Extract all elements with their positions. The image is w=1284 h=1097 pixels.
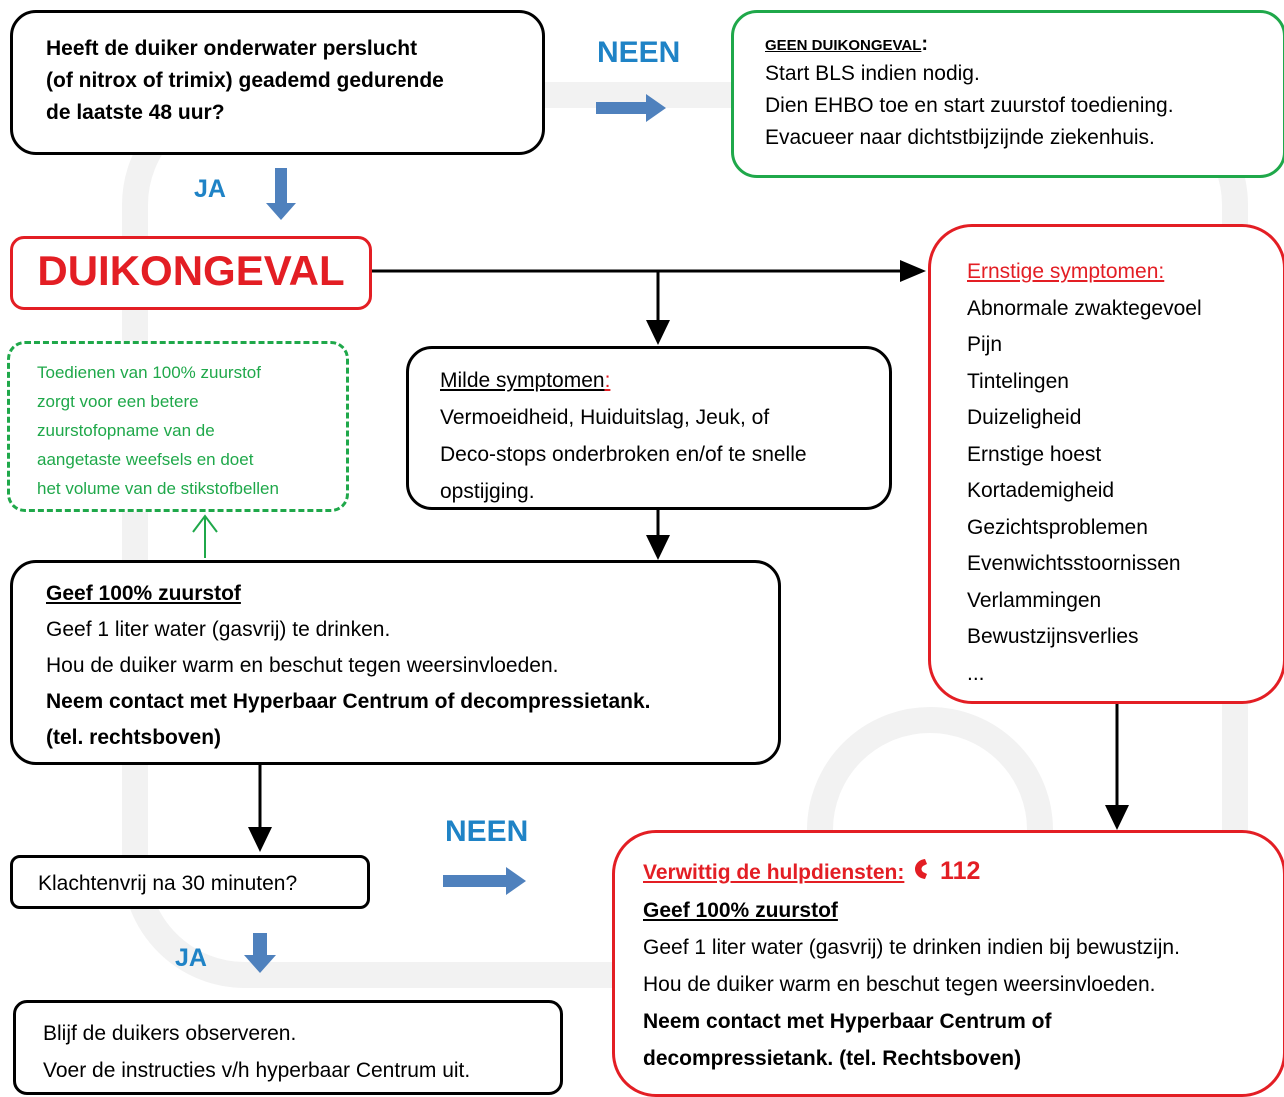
no-accident-title: GEEN DUIKONGEVAL	[765, 37, 922, 54]
oxygen-note-line: Toedienen van 100% zuurstof	[37, 363, 261, 382]
arrowhead-emergency	[1105, 805, 1129, 830]
oxygen-note-box: Toedienen van 100% zuurstof zorgt voor e…	[7, 341, 349, 512]
oxygen-note-line: zuurstofopname van de	[37, 421, 215, 440]
block-arrows	[244, 94, 666, 973]
oxygen-bold-line: (tel. rechtsboven)	[46, 726, 222, 749]
emergency-subtitle: Geef 100% zuurstof	[643, 898, 838, 922]
oxygen-line: Hou de duiker warm en beschut tegen weer…	[46, 654, 559, 677]
oxygen-line: Geef 1 liter water (gasvrij) te drinken.	[46, 618, 391, 641]
question-box: Heeft de duiker onderwater perslucht (of…	[10, 10, 545, 155]
oxygen-title: Geef 100% zuurstof	[46, 582, 241, 605]
neen-label-top: NEEN	[597, 36, 681, 69]
neen-label-bottom: NEEN	[445, 815, 529, 848]
severe-item: Evenwichtsstoornissen	[967, 552, 1181, 575]
emergency-line: Geef 1 liter water (gasvrij) te drinken …	[643, 935, 1180, 959]
oxygen-note-line: aangetaste weefsels en doet	[37, 450, 254, 469]
mild-line: Deco-stops onderbroken en/of te snelle	[440, 443, 807, 466]
severe-item: Bewustzijnsverlies	[967, 625, 1139, 648]
no-accident-line: Evacueer naar dichtstbijzijnde ziekenhui…	[765, 126, 1155, 149]
severe-title: Ernstige symptomen:	[967, 260, 1165, 283]
neen-arrow-bottom	[443, 867, 526, 895]
emergency-bold-line: decompressietank. (tel. Rechtsboven)	[643, 1046, 1022, 1070]
mild-title: Milde symptomen	[440, 369, 605, 392]
accident-title: DUIKONGEVAL	[37, 247, 345, 294]
emergency-line: Hou de duiker warm en beschut tegen weer…	[643, 972, 1156, 996]
ja-label-bottom: JA	[175, 944, 207, 972]
neen-arrow-top	[596, 94, 666, 122]
note-arrow	[192, 514, 218, 558]
arrowhead-mild	[646, 320, 670, 345]
arrowhead-oxygen	[646, 535, 670, 560]
no-accident-line: Start BLS indien nodig.	[765, 62, 980, 85]
severe-item: ...	[967, 661, 985, 685]
emergency-number: 112	[940, 857, 981, 885]
question-line: Heeft de duiker onderwater perslucht	[46, 37, 418, 60]
observe-line: Blijf de duikers observeren.	[43, 1022, 297, 1045]
severe-item: Verlammingen	[967, 588, 1102, 612]
ja-arrow-bottom	[244, 933, 276, 973]
mild-symptoms-box: Milde symptomen: Vermoeidheid, Huiduitsl…	[406, 346, 892, 510]
ja-arrow-top	[266, 168, 296, 220]
emergency-box: Verwittig de hulpdiensten: 112 Geef 100%…	[612, 830, 1284, 1097]
severe-item: Duizeligheid	[967, 406, 1082, 429]
check-box: Klachtenvrij na 30 minuten?	[10, 855, 370, 909]
severe-item: Abnormale zwaktegevoel	[967, 296, 1202, 320]
emergency-title: Verwittig de hulpdiensten:	[643, 861, 905, 884]
mild-line: opstijging.	[440, 480, 535, 503]
severe-item: Gezichtsproblemen	[967, 515, 1148, 539]
oxygen-note-line: het volume van de stikstofbellen	[37, 479, 279, 498]
question-line: (of nitrox of trimix) geademd gedurende	[46, 69, 444, 92]
mild-line: Vermoeidheid, Huiduitslag, Jeuk, of	[440, 406, 770, 429]
check-text: Klachtenvrij na 30 minuten?	[38, 872, 298, 895]
severe-symptoms-box: Ernstige symptomen: Abnormale zwaktegevo…	[928, 224, 1284, 704]
phone-icon	[914, 855, 928, 892]
severe-item: Kortademigheid	[967, 479, 1115, 502]
observe-box: Blijf de duikers observeren. Voer de ins…	[13, 1000, 563, 1095]
ja-label-top: JA	[194, 175, 226, 203]
no-accident-line: Dien EHBO toe en start zuurstof toedieni…	[765, 94, 1174, 117]
severe-item: Tintelingen	[967, 369, 1069, 393]
arrowhead-check	[248, 827, 272, 852]
severe-item: Pijn	[967, 333, 1003, 356]
no-accident-title-colon: :	[921, 33, 929, 55]
mild-title-colon: :	[604, 369, 611, 392]
oxygen-box: Geef 100% zuurstof Geef 1 liter water (g…	[10, 560, 781, 765]
question-line: de laatste 48 uur?	[46, 101, 225, 124]
no-accident-box: GEEN DUIKONGEVAL: Start BLS indien nodig…	[731, 10, 1284, 178]
arrowhead-severe	[900, 260, 926, 282]
accident-box: DUIKONGEVAL	[10, 236, 372, 310]
severe-item: Ernstige hoest	[967, 442, 1102, 466]
emergency-bold-line: Neem contact met Hyperbaar Centrum of	[643, 1009, 1052, 1033]
observe-line: Voer de instructies v/h hyperbaar Centru…	[43, 1059, 471, 1082]
oxygen-note-line: zorgt voor een betere	[37, 392, 199, 411]
oxygen-bold-line: Neem contact met Hyperbaar Centrum of de…	[46, 690, 651, 713]
